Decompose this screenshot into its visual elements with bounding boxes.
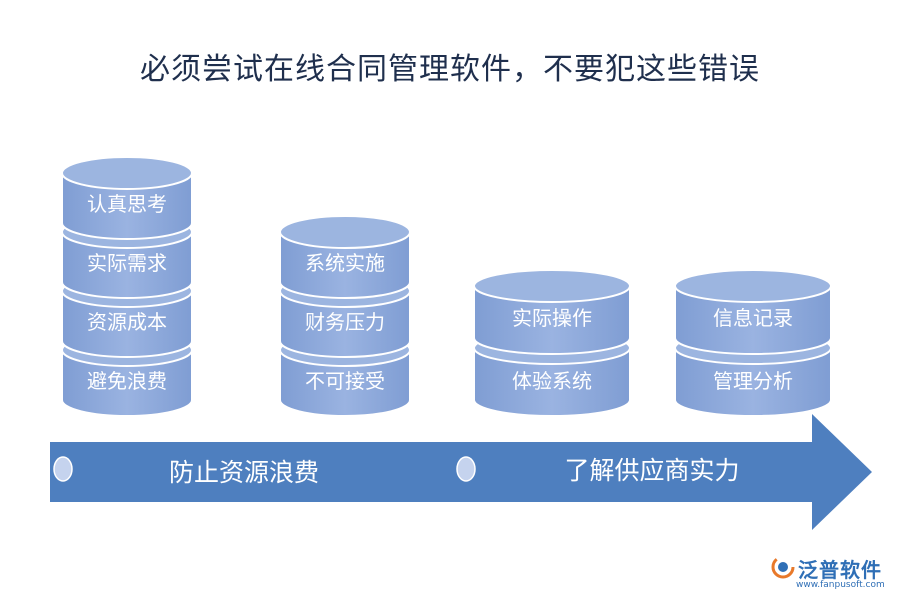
fanpu-logo-icon [771, 555, 795, 579]
cylinder-stack-3: 体验系统 实际操作 [473, 269, 631, 417]
arrow-right-label: 了解供应商实力 [564, 456, 739, 485]
cylinder-layer: 认真思考 [61, 156, 193, 240]
stack-2-layer-3-label: 不可接受 [305, 369, 385, 393]
stack-4-layer-1-label: 信息记录 [713, 306, 793, 330]
cylinder-layer: 实际操作 [473, 269, 631, 355]
stack-1-layer-2-label: 实际需求 [87, 251, 167, 275]
cylinder-stack-1: 避免浪费 资源成本 实际需求 认真思考 [61, 156, 193, 417]
timeline-arrow: 防止资源浪费 了解供应商实力 [50, 414, 872, 530]
stack-2-layer-2-label: 财务压力 [305, 310, 385, 334]
bullet-dot-icon [456, 456, 476, 482]
cylinder-layer: 系统实施 [279, 215, 411, 299]
logo-name: 泛普软件 [798, 558, 882, 582]
stack-4-layer-2-label: 管理分析 [713, 369, 793, 393]
stack-3-layer-1-label: 实际操作 [512, 306, 592, 330]
page-title: 必须尝试在线合同管理软件，不要犯这些错误 [140, 52, 760, 87]
stack-1-layer-4-label: 避免浪费 [87, 369, 167, 393]
bullet-dot-icon [53, 456, 73, 482]
logo-url: www.fanpusoft.com [796, 580, 885, 590]
stack-2-layer-1-label: 系统实施 [305, 251, 385, 275]
cylinder-stack-2: 不可接受 财务压力 系统实施 [279, 215, 411, 417]
stack-1-layer-3-label: 资源成本 [87, 310, 167, 334]
stack-3-layer-2-label: 体验系统 [512, 369, 592, 393]
cylinder-stack-4: 管理分析 信息记录 [674, 269, 832, 417]
cylinder-layer: 信息记录 [674, 269, 832, 355]
arrow-left-label: 防止资源浪费 [169, 458, 319, 487]
fanpu-logo: 泛普软件 www.fanpusoft.com [770, 552, 900, 596]
stack-1-layer-1-label: 认真思考 [87, 192, 167, 216]
